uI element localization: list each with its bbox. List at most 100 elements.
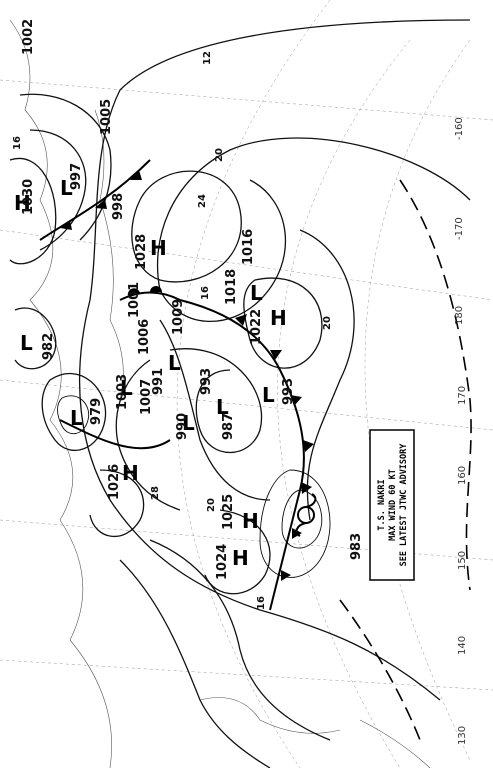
isobar-south-1 (149, 539, 331, 741)
trough-east-2 (339, 599, 421, 741)
system-symbol: L (70, 406, 83, 430)
pressure-centers: H 1030 H 1028 L 997 L 1018 H 1022 L 993 … (14, 163, 296, 580)
front-barb (130, 170, 142, 180)
system-symbol: L (20, 331, 33, 355)
isobar-outer-1 (78, 19, 471, 701)
system-pressure: 1024 (215, 544, 230, 580)
isobar-1028-ring (131, 170, 242, 283)
isobar-label: 1009 (171, 299, 186, 335)
isobar-982 (14, 307, 57, 370)
isobar-label: 28 (150, 486, 161, 500)
isobar-label: 16 (256, 596, 267, 610)
system-pressure: 1022 (249, 309, 264, 345)
system-symbol: H (14, 191, 31, 215)
grid-meridian-5 (0, 659, 493, 691)
warm-front (119, 291, 181, 301)
isobar-outer-2 (156, 137, 471, 322)
system-symbol: L (262, 383, 275, 407)
longitude-label: 160 (457, 466, 468, 485)
warm-front-bumps (127, 286, 162, 296)
longitude-label: 140 (457, 636, 468, 655)
isobar-north-1 (19, 93, 112, 241)
longitude-label: 130 (457, 726, 468, 745)
isobar-north-2 (29, 129, 87, 251)
grid-meridian-4 (0, 519, 493, 561)
front-barb (301, 482, 312, 494)
system-pressure: 997 (69, 163, 84, 190)
coastlines (9, 19, 431, 768)
front-barb (281, 570, 291, 581)
grid-meridian-3 (0, 379, 493, 431)
system-pressure: 993 (281, 378, 296, 405)
isobar-1024 (204, 509, 271, 595)
front-north (39, 159, 151, 241)
longitude-label: 170 (457, 386, 468, 405)
isobar-label: 998 (111, 193, 126, 220)
front-barb (303, 440, 314, 452)
tropical-storm-arms (295, 493, 317, 537)
isobar-label: 993 (199, 368, 214, 395)
isobar-east (299, 229, 355, 521)
isobar-label: 16 (12, 136, 23, 150)
system-symbol: L (120, 376, 133, 400)
system-pressure: 987 (221, 413, 236, 440)
coast-islands (199, 697, 431, 768)
isobar-label: 1001 (127, 282, 142, 318)
system-pressure: 982 (41, 333, 56, 360)
system-symbol: L (182, 411, 195, 435)
longitude-labels: 180 170 160 150 140 130 -160 -170 (454, 117, 468, 745)
isobar-label: 16 (200, 286, 211, 300)
cold-front-main (179, 299, 305, 611)
system-symbol: L (168, 351, 181, 375)
coast-west-land (9, 19, 112, 768)
isobar-label: 24 (197, 194, 208, 208)
isobar-storm-1 (259, 469, 331, 578)
isobar-979-ring (41, 373, 107, 451)
fronts (39, 159, 472, 741)
system-pressure: 991 (151, 368, 166, 395)
system-pressure: 1018 (224, 269, 239, 305)
front-barb (235, 314, 247, 326)
isobar-label: 12 (202, 51, 213, 65)
system-pressure: 979 (89, 398, 104, 425)
isobar-1022-ring (243, 277, 323, 369)
isobar-979-inner (57, 395, 90, 435)
system-symbol: L (60, 176, 73, 200)
longitude-label: 180 (454, 306, 465, 325)
grid-parallel-2 (277, 39, 411, 768)
front-bump (150, 286, 162, 292)
isobar-storm-2 (281, 489, 323, 549)
system-pressure: 1025 (221, 494, 236, 530)
cold-front-barbs (235, 314, 314, 581)
system-pressure: 1026 (107, 464, 122, 500)
grid-meridian-1 (0, 79, 493, 121)
advisory-border (369, 429, 415, 581)
isobar-label: 1005 (99, 99, 114, 135)
advisory-max-wind: MAX WIND 60 KT (388, 469, 398, 541)
isobar-low-1 (159, 319, 271, 501)
tropical-storm-icon (297, 506, 315, 524)
system-symbol: H (232, 546, 249, 570)
front-barb (270, 350, 282, 360)
longitude-label: 150 (457, 551, 468, 570)
isobar-label: 1016 (241, 229, 256, 265)
coast-arc (94, 109, 124, 401)
isobar-south-2 (119, 559, 271, 768)
grid-meridian-2 (0, 229, 493, 301)
isobars (9, 19, 471, 768)
advisory-storm-name: T.S. NAKRI (377, 479, 387, 530)
advisory-reference: SEE LATEST JTWC ADVISORY (399, 443, 409, 567)
isobar-low-3 (115, 359, 181, 511)
isobar-label: 1006 (137, 319, 152, 355)
isobar-label: 983 (349, 533, 364, 560)
isobar-value-labels: 1002 1005 998 1016 1009 1001 1006 1003 9… (12, 19, 364, 610)
front-barb (95, 199, 107, 209)
system-pressure: 1028 (134, 234, 149, 270)
front-bump (127, 288, 140, 296)
isobar-label: 1002 (21, 19, 36, 55)
system-pressure: 1007 (139, 379, 154, 415)
isobar-label: 1003 (115, 374, 130, 410)
